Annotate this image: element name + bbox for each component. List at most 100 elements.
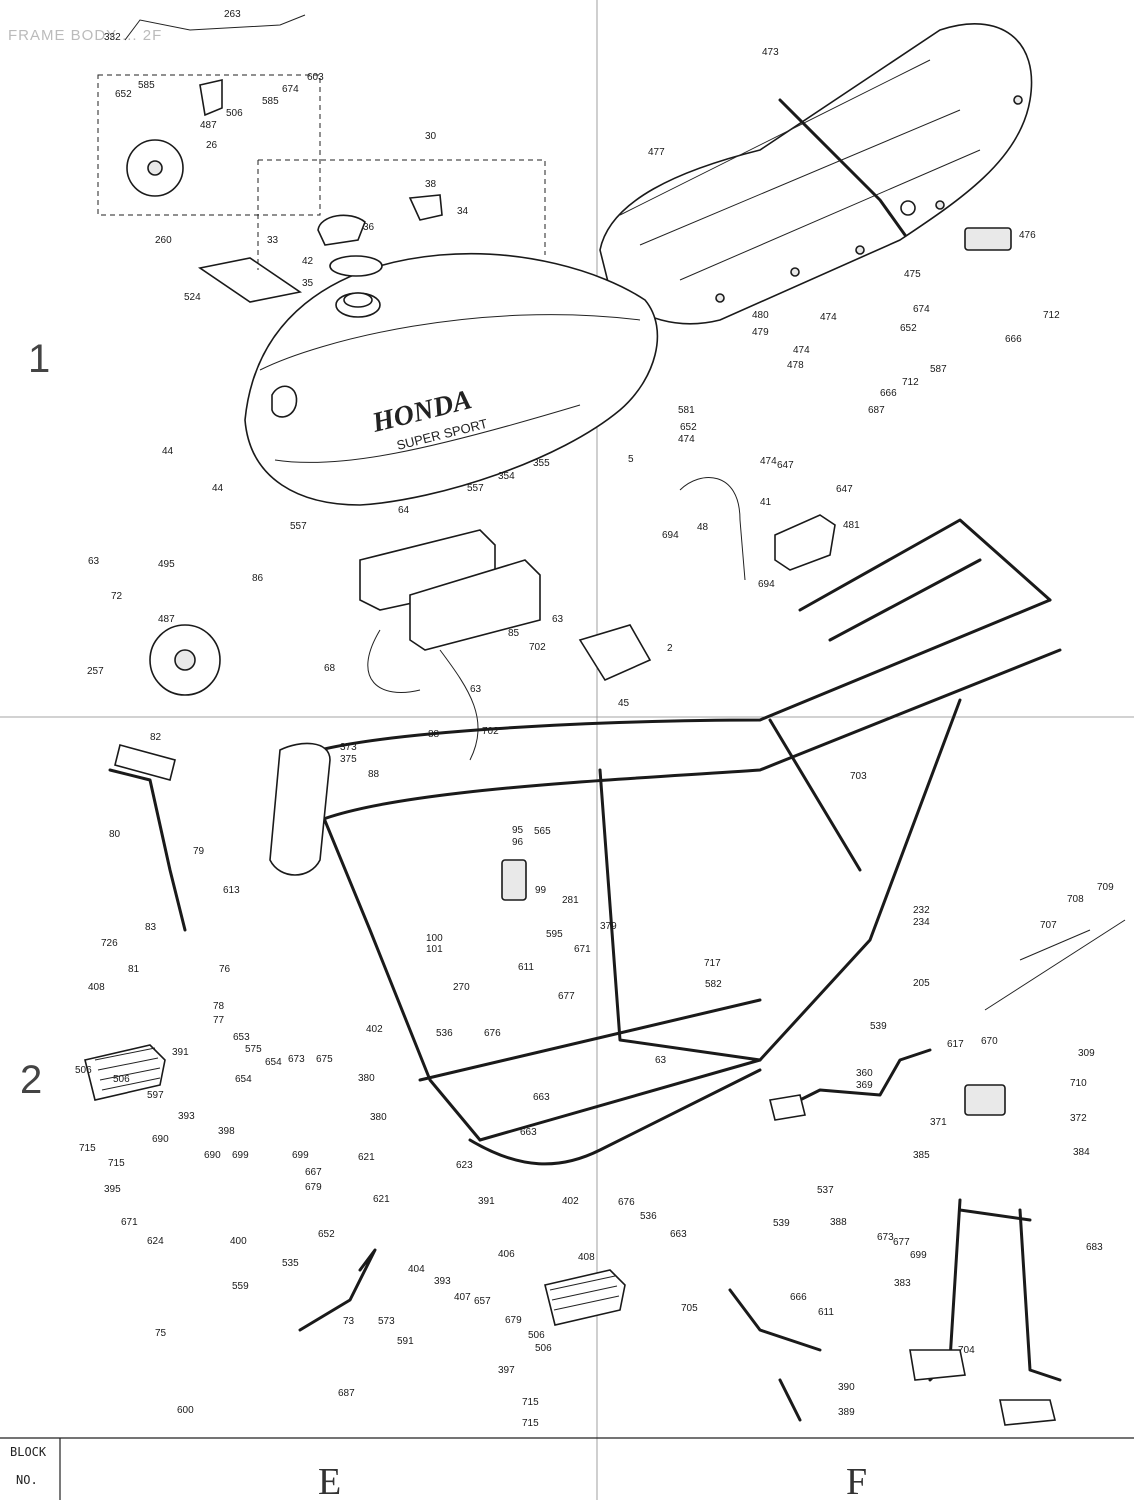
callout-label: 575 <box>245 1044 262 1055</box>
callout-label: 690 <box>152 1134 169 1145</box>
brake-pedal-pad <box>769 1094 806 1121</box>
callout-label: 395 <box>104 1184 121 1195</box>
callout-label: 72 <box>111 591 123 602</box>
callout-label: 621 <box>358 1152 375 1163</box>
cable-309 <box>984 919 1126 1011</box>
block-letter-right: F <box>846 1461 867 1500</box>
main-stand <box>909 1198 1062 1426</box>
left-footrest <box>84 1044 166 1101</box>
callout-label: 704 <box>958 1345 975 1356</box>
callout-label: 679 <box>505 1315 522 1326</box>
callout-label: 281 <box>562 895 579 906</box>
callout-label: 34 <box>457 206 469 217</box>
callout-label: 373 <box>340 742 357 753</box>
callout-label: 76 <box>219 964 231 975</box>
callout-label: 96 <box>512 837 524 848</box>
callout-label: 715 <box>79 1143 96 1154</box>
callout-label: 666 <box>790 1292 807 1303</box>
callout-label: 360 <box>856 1068 873 1079</box>
regulator-372 <box>964 1084 1006 1116</box>
callout-label: 477 <box>648 147 665 158</box>
kick-lever <box>108 768 187 932</box>
callout-label: 474 <box>678 434 695 445</box>
row-number-2: 2 <box>20 1058 42 1102</box>
callout-label: 391 <box>172 1047 189 1058</box>
callout-label: 407 <box>454 1292 471 1303</box>
callout-label: 690 <box>204 1150 221 1161</box>
fuel-tank: HONDA SUPER SPORT <box>244 252 659 506</box>
callout-label: 624 <box>147 1236 164 1247</box>
callout-label: 380 <box>358 1073 375 1084</box>
callout-label: 670 <box>981 1036 998 1047</box>
callout-label: 63 <box>88 556 100 567</box>
callout-label: 652 <box>115 89 132 100</box>
callout-label: 587 <box>930 364 947 375</box>
callout-label: 535 <box>282 1258 299 1269</box>
callout-label: 388 <box>830 1217 847 1228</box>
spring-707 <box>1019 929 1091 961</box>
right-footrest <box>544 1269 626 1326</box>
callout-label: 75 <box>155 1328 167 1339</box>
label-524 <box>197 257 303 303</box>
callout-label: 383 <box>894 1278 911 1289</box>
callout-label: 232 <box>913 905 930 916</box>
callout-label: 99 <box>535 885 547 896</box>
callout-label: 2 <box>667 643 673 654</box>
callout-label: 260 <box>155 235 172 246</box>
callout-label: 42 <box>302 256 314 267</box>
callout-label: 673 <box>877 1232 894 1243</box>
callout-label: 715 <box>522 1418 539 1429</box>
callout-label: 647 <box>836 484 853 495</box>
callout-labels: 332 263 603 652 585 506 585 674 487 26 2… <box>75 9 1114 1429</box>
seat <box>599 23 1033 325</box>
callout-label: 397 <box>498 1365 515 1376</box>
callout-label: 694 <box>758 579 775 590</box>
callout-label: 677 <box>893 1237 910 1248</box>
callout-label: 539 <box>773 1218 790 1229</box>
callout-label: 667 <box>305 1167 322 1178</box>
callout-label: 390 <box>838 1382 855 1393</box>
callout-label: 603 <box>307 72 324 83</box>
callout-label: 712 <box>1043 310 1060 321</box>
callout-label: 506 <box>226 108 243 119</box>
callout-label: 64 <box>398 505 410 516</box>
callout-label: 475 <box>904 269 921 280</box>
callout-label: 581 <box>678 405 695 416</box>
callout-label: 647 <box>777 460 794 471</box>
callout-label: 81 <box>128 964 140 975</box>
callout-label: 677 <box>558 991 575 1002</box>
callout-label: 44 <box>162 446 174 457</box>
callout-label: 404 <box>408 1264 425 1275</box>
callout-label: 372 <box>1070 1113 1087 1124</box>
callout-label: 481 <box>843 520 860 531</box>
callout-label: 35 <box>302 278 314 289</box>
kick-rubber-82 <box>114 744 176 781</box>
fuel-cap-33 <box>317 214 366 246</box>
callout-label: 506 <box>113 1074 130 1085</box>
callout-label: 375 <box>340 754 357 765</box>
callout-label: 506 <box>75 1065 92 1076</box>
callout-label: 703 <box>850 771 867 782</box>
callout-label: 679 <box>305 1182 322 1193</box>
callout-label: 694 <box>662 530 679 541</box>
callout-label: 389 <box>838 1407 855 1418</box>
callout-label: 474 <box>760 456 777 467</box>
rubber-481 <box>774 514 836 571</box>
side-stand <box>728 1288 822 1422</box>
callout-label: 666 <box>1005 334 1022 345</box>
callout-label: 715 <box>522 1397 539 1408</box>
callout-label: 82 <box>150 732 162 743</box>
callout-label: 673 <box>288 1054 305 1065</box>
callout-label: 391 <box>478 1196 495 1207</box>
callout-label: 675 <box>316 1054 333 1065</box>
callout-label: 474 <box>820 312 837 323</box>
page-title: FRAME BODY ... 2F <box>8 27 162 44</box>
callout-label: 663 <box>533 1092 550 1103</box>
callout-label: 88 <box>368 769 380 780</box>
callout-label: 613 <box>223 885 240 896</box>
callout-label: 600 <box>177 1405 194 1416</box>
callout-label: 473 <box>762 47 779 58</box>
callout-label: 398 <box>218 1126 235 1137</box>
callout-label: 557 <box>290 521 307 532</box>
